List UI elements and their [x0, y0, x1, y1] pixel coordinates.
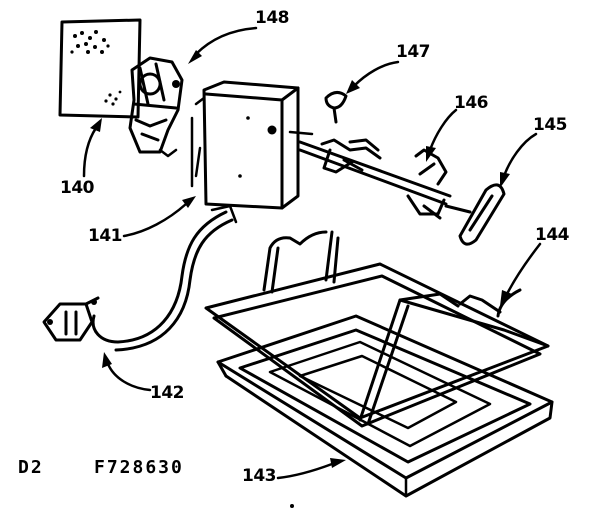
- part-141-motor-box: [190, 80, 314, 210]
- part-146-spit-rod: [298, 138, 452, 220]
- part-143-drip-pan: [216, 314, 554, 498]
- section-code: D2: [18, 457, 44, 478]
- part-140-bracket-plate: [58, 18, 142, 119]
- part-label-141: 141: [88, 226, 123, 246]
- part-148-motor-mount: [128, 56, 184, 158]
- part-label-145: 145: [533, 115, 568, 135]
- part-label-147: 147: [396, 42, 431, 62]
- part-145-handle: [444, 183, 506, 246]
- part-label-140: 140: [60, 178, 95, 198]
- part-144-wire-rack: [204, 230, 550, 428]
- part-label-148: 148: [255, 8, 290, 28]
- part-147-screw: [324, 91, 348, 124]
- part-label-144: 144: [535, 225, 570, 245]
- part-label-143: 143: [242, 466, 277, 486]
- leader-lines: [82, 26, 542, 508]
- part-label-146: 146: [454, 93, 489, 113]
- part-142-power-cord: [42, 204, 238, 352]
- part-label-142: 142: [150, 383, 185, 403]
- drawing-number: F728630: [94, 457, 184, 478]
